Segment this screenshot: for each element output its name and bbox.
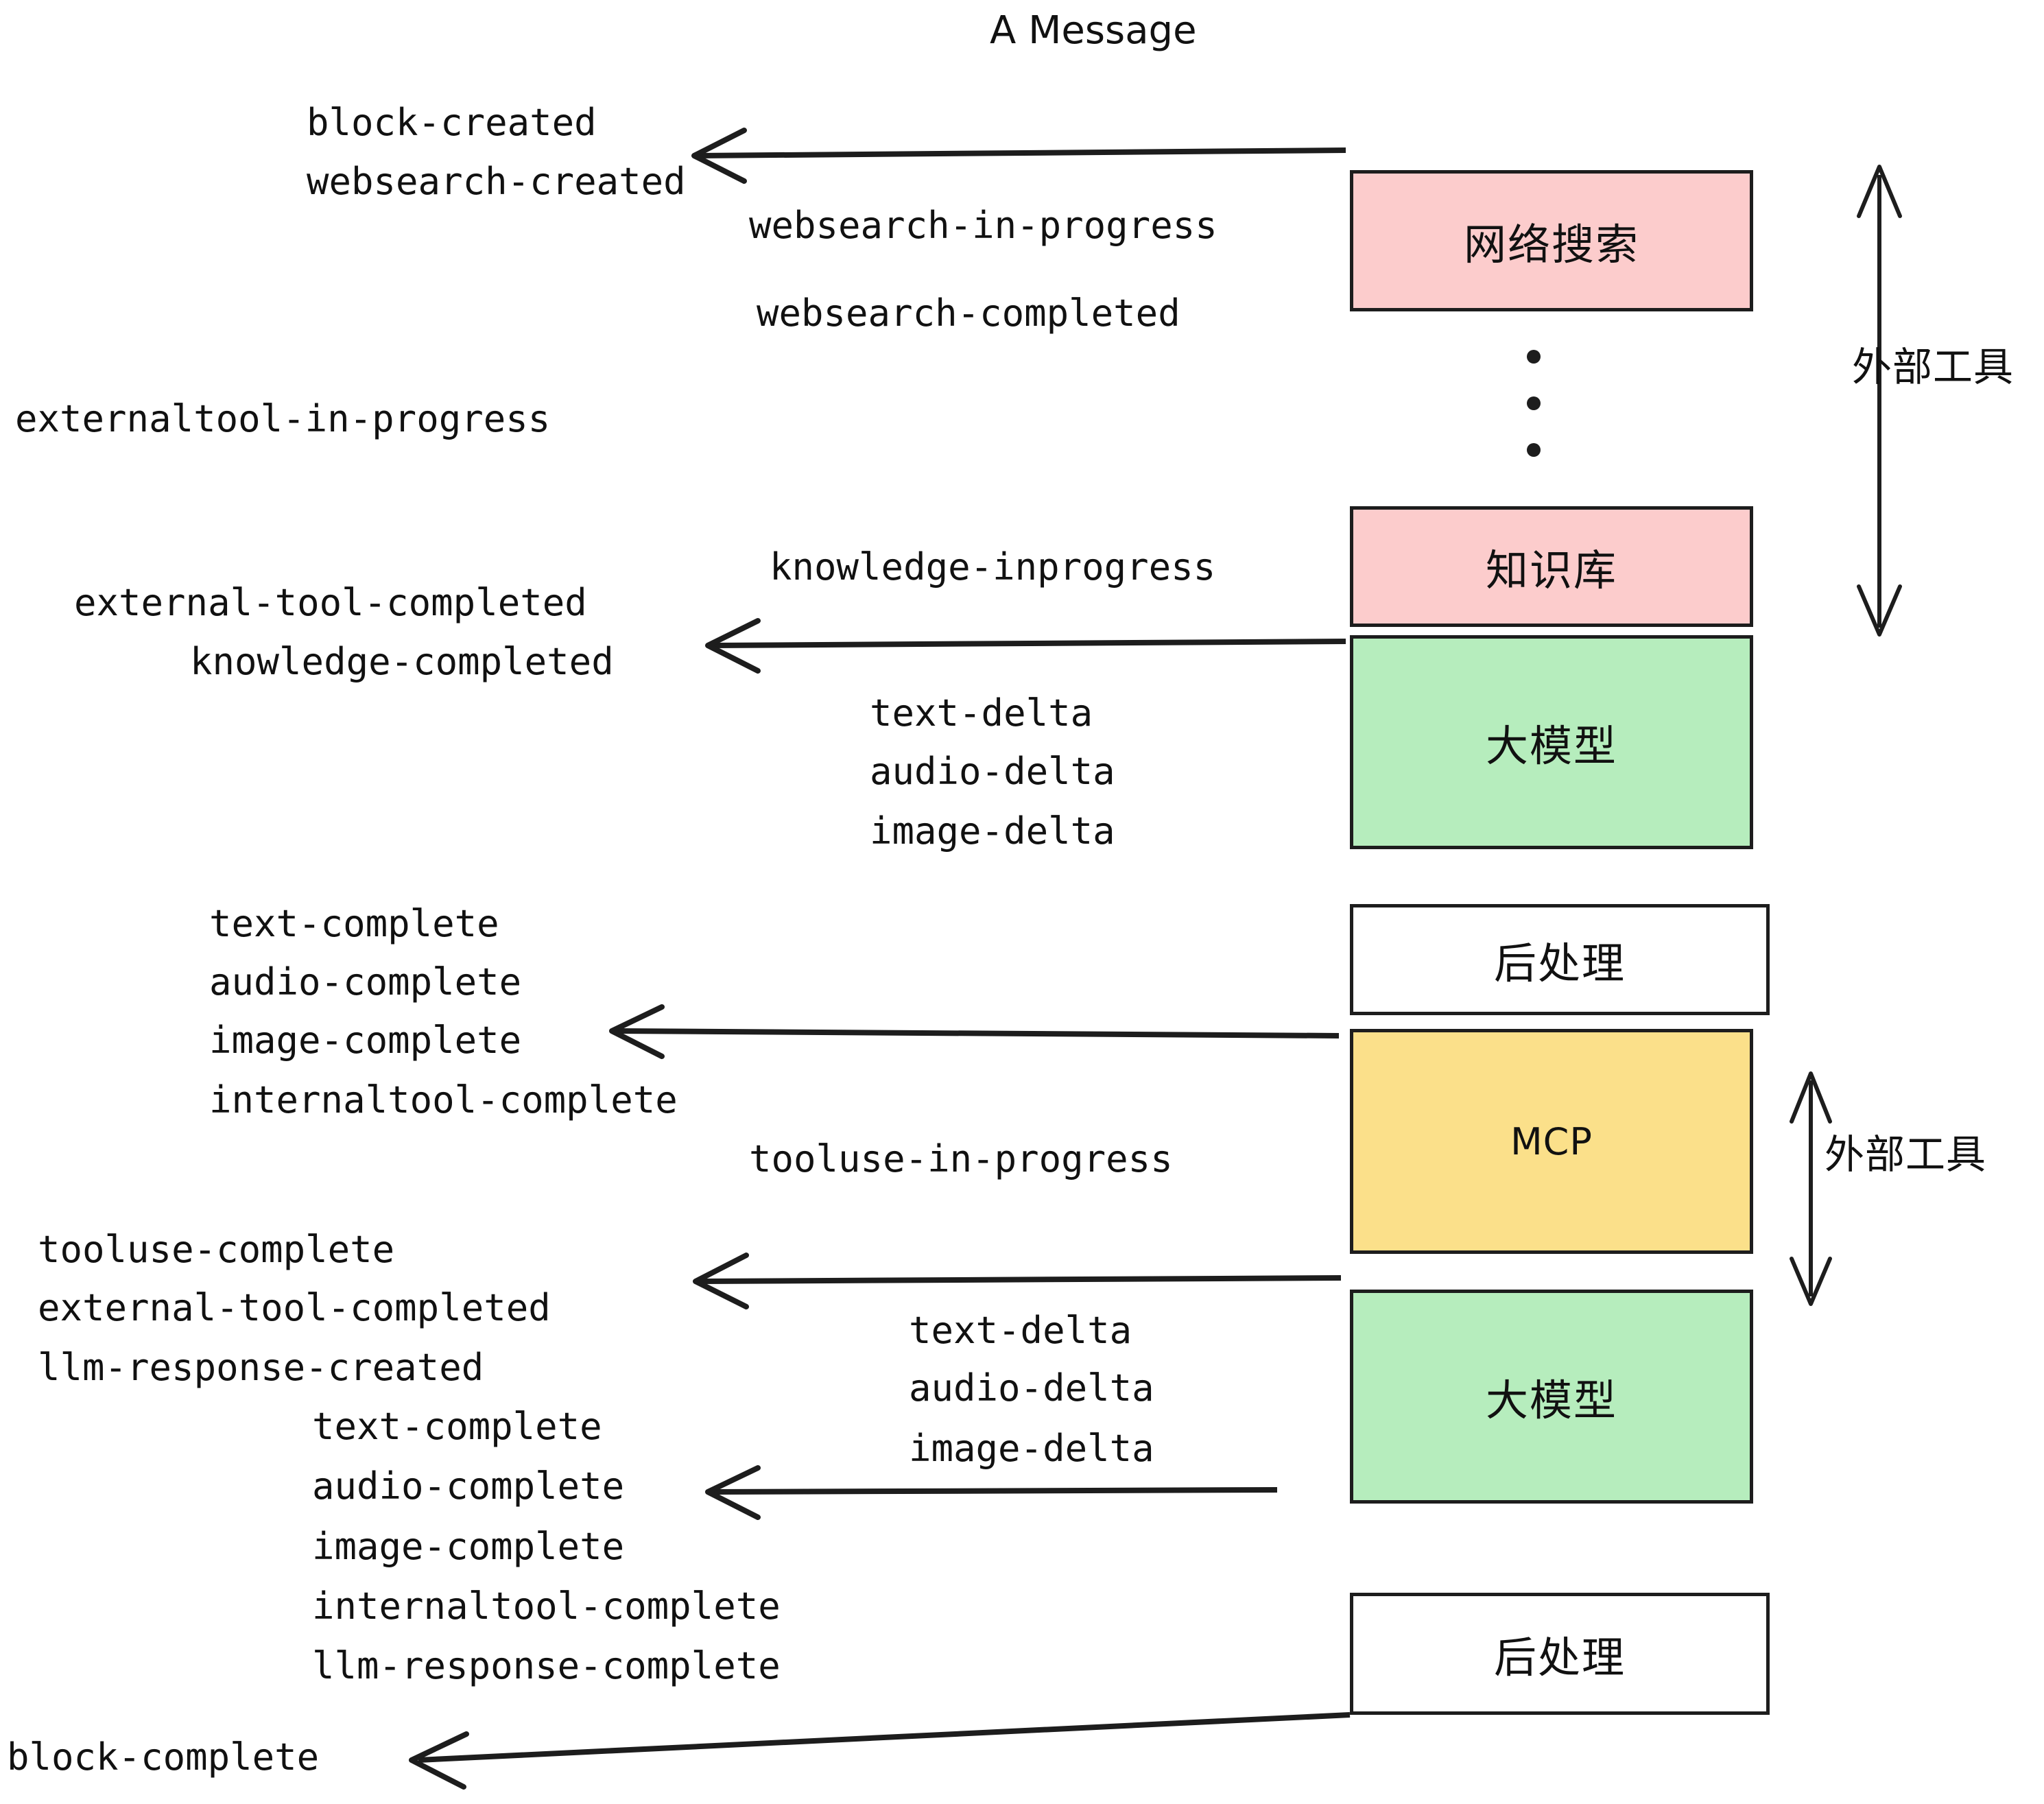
event-audio-complete-1: audio-complete bbox=[209, 960, 522, 1004]
node-knowledge-base[interactable]: 知识库 bbox=[1350, 506, 1753, 627]
event-block-complete: block-complete bbox=[7, 1735, 320, 1779]
external-tools-bracket-top bbox=[1857, 165, 1902, 637]
arrow-websearch-created bbox=[691, 128, 1346, 184]
event-block-created: block-created bbox=[307, 101, 597, 144]
event-audio-delta-2: audio-delta bbox=[909, 1366, 1154, 1410]
node-llm-bottom[interactable]: 大模型 bbox=[1350, 1290, 1753, 1504]
external-tools-bracket-bottom bbox=[1790, 1071, 1832, 1306]
event-external-tool-completed-1: external-tool-completed bbox=[74, 581, 587, 624]
arrow-audio-complete bbox=[705, 1465, 1278, 1520]
node-mcp[interactable]: MCP bbox=[1350, 1029, 1753, 1254]
ellipsis-dot bbox=[1527, 396, 1541, 410]
event-websearch-in-progress: websearch-in-progress bbox=[749, 204, 1217, 247]
event-audio-complete-2: audio-complete bbox=[312, 1464, 625, 1508]
event-llm-response-created: llm-response-created bbox=[38, 1346, 484, 1389]
event-image-delta-2: image-delta bbox=[909, 1427, 1154, 1470]
event-websearch-created: websearch-created bbox=[307, 160, 686, 203]
event-image-complete-1: image-complete bbox=[209, 1019, 522, 1062]
event-external-tool-completed-2: external-tool-completed bbox=[38, 1286, 551, 1329]
node-websearch[interactable]: 网络搜索 bbox=[1350, 170, 1753, 311]
side-label-external-tools-top: 外部工具 bbox=[1852, 344, 2015, 390]
event-llm-response-complete: llm-response-complete bbox=[312, 1644, 781, 1687]
node-postprocess-bottom[interactable]: 后处理 bbox=[1350, 1593, 1770, 1715]
arrow-knowledge-completed bbox=[705, 618, 1346, 674]
event-externaltool-in-progress: externaltool-in-progress bbox=[15, 397, 551, 440]
arrow-tooluse-complete bbox=[693, 1253, 1342, 1309]
event-image-complete-2: image-complete bbox=[312, 1525, 625, 1568]
node-llm-top[interactable]: 大模型 bbox=[1350, 635, 1753, 849]
event-text-delta-2: text-delta bbox=[909, 1309, 1132, 1352]
event-websearch-completed: websearch-completed bbox=[757, 292, 1180, 335]
event-image-delta-1: image-delta bbox=[870, 809, 1115, 853]
ellipsis-dot bbox=[1527, 350, 1541, 364]
event-text-complete-1: text-complete bbox=[209, 902, 499, 945]
event-tooluse-complete: tooluse-complete bbox=[38, 1228, 395, 1271]
ellipsis-vertical bbox=[1527, 350, 1541, 490]
event-text-delta-1: text-delta bbox=[870, 691, 1093, 735]
event-tooluse-in-progress: tooluse-in-progress bbox=[749, 1137, 1173, 1180]
event-text-complete-2: text-complete bbox=[312, 1405, 602, 1448]
event-internaltool-complete-2: internaltool-complete bbox=[312, 1585, 781, 1628]
event-internaltool-complete-1: internaltool-complete bbox=[209, 1078, 678, 1121]
ellipsis-dot bbox=[1527, 443, 1541, 457]
event-knowledge-completed: knowledge-completed bbox=[190, 640, 614, 683]
side-label-external-tools-bottom: 外部工具 bbox=[1825, 1131, 1987, 1178]
node-postprocess-top[interactable]: 后处理 bbox=[1350, 904, 1770, 1015]
arrow-block-complete bbox=[409, 1712, 1351, 1790]
event-knowledge-inprogress: knowledge-inprogress bbox=[770, 545, 1216, 589]
event-audio-delta-1: audio-delta bbox=[870, 750, 1115, 793]
arrow-image-complete bbox=[609, 1004, 1340, 1059]
diagram-title: A Message bbox=[990, 8, 1197, 53]
